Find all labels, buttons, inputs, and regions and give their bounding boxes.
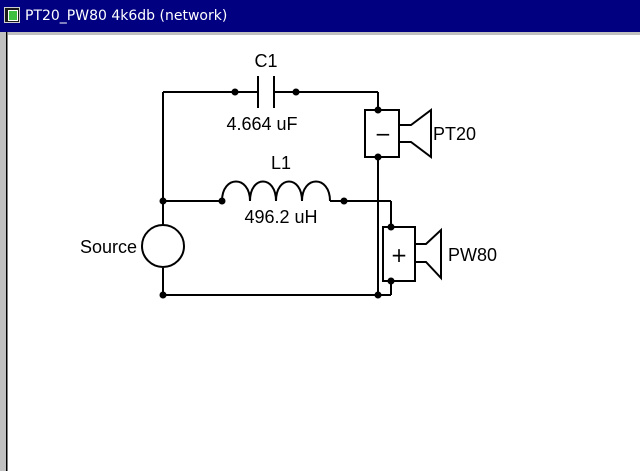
junction-dots [159, 88, 395, 299]
c1-name-label: C1 [254, 51, 277, 71]
woofer-label: PW80 [448, 245, 497, 265]
capacitor-c1-symbol [257, 76, 275, 108]
window-frame-left [0, 32, 8, 471]
c1-value-label: 4.664 uF [226, 114, 297, 134]
title-bar[interactable]: PT20_PW80 4k6db (network) [0, 0, 640, 32]
window-title: PT20_PW80 4k6db (network) [25, 8, 228, 24]
l1-value-label: 496.2 uH [244, 207, 317, 227]
woofer-speaker-icon [382, 226, 442, 282]
tweeter-polarity-sign: − [375, 122, 392, 146]
app-icon[interactable] [4, 7, 20, 23]
l1-name-label: L1 [271, 153, 291, 173]
woofer-polarity-sign: + [391, 243, 408, 267]
source-symbol [141, 224, 185, 268]
window-frame-top [8, 32, 640, 35]
tweeter-label: PT20 [433, 124, 476, 144]
source-label: Source [80, 237, 137, 257]
inductor-l1-symbol [221, 180, 331, 202]
tweeter-speaker-icon [364, 108, 432, 159]
